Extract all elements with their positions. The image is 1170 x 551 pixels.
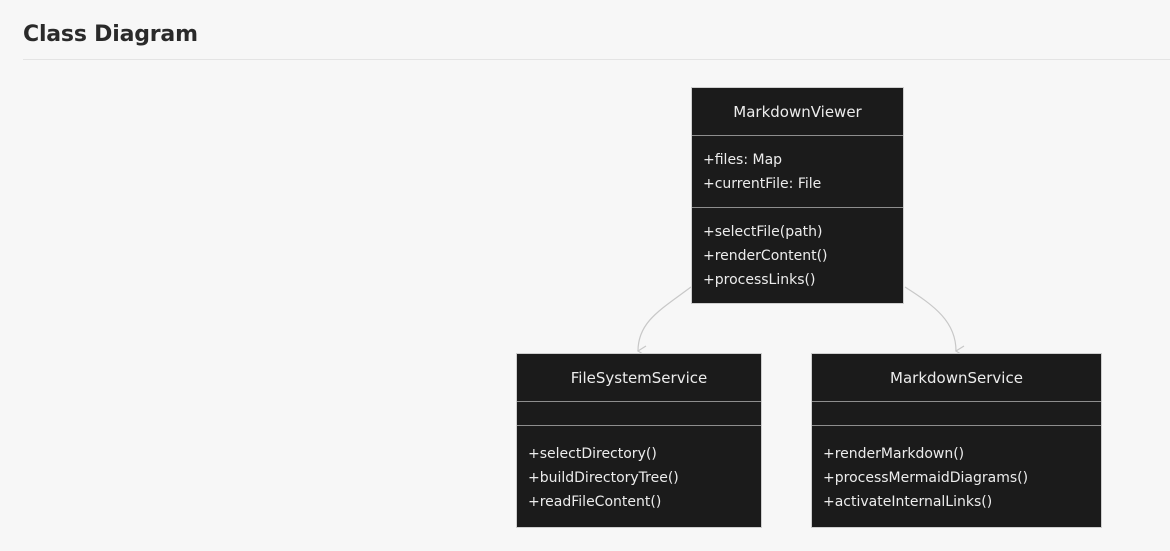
title-divider — [23, 59, 1170, 60]
class-attribute: +files: Map — [703, 152, 783, 168]
relation-viewer-to-markdown — [904, 286, 965, 357]
class-methods: +renderMarkdown() +processMermaidDiagram… — [812, 426, 1101, 514]
class-methods: +selectFile(path) +renderContent() +proc… — [692, 208, 903, 292]
page-title: Class Diagram — [23, 22, 198, 47]
class-method: +renderContent() — [703, 248, 828, 264]
class-method: +activateInternalLinks() — [823, 494, 993, 510]
class-method: +processLinks() — [703, 272, 816, 288]
class-box-markdown-service: MarkdownService +renderMarkdown() +proce… — [811, 353, 1102, 528]
class-method: +readFileContent() — [528, 494, 662, 510]
class-methods: +selectDirectory() +buildDirectoryTree()… — [517, 426, 761, 514]
class-method: +processMermaidDiagrams() — [823, 470, 1029, 486]
class-attribute: +currentFile: File — [703, 176, 822, 192]
class-attributes — [517, 402, 761, 426]
class-box-markdown-viewer: MarkdownViewer +files: Map +currentFile:… — [691, 87, 904, 304]
class-method: +selectDirectory() — [528, 446, 657, 462]
class-name: MarkdownViewer — [692, 88, 903, 136]
class-attributes: +files: Map +currentFile: File — [692, 136, 903, 208]
class-attributes — [812, 402, 1101, 426]
class-box-file-system-service: FileSystemService +selectDirectory() +bu… — [516, 353, 762, 528]
relation-viewer-to-filesystem — [636, 286, 692, 357]
class-name: MarkdownService — [812, 354, 1101, 402]
class-method: +renderMarkdown() — [823, 446, 965, 462]
class-method: +selectFile(path) — [703, 224, 823, 240]
class-name: FileSystemService — [517, 354, 761, 402]
class-method: +buildDirectoryTree() — [528, 470, 679, 486]
